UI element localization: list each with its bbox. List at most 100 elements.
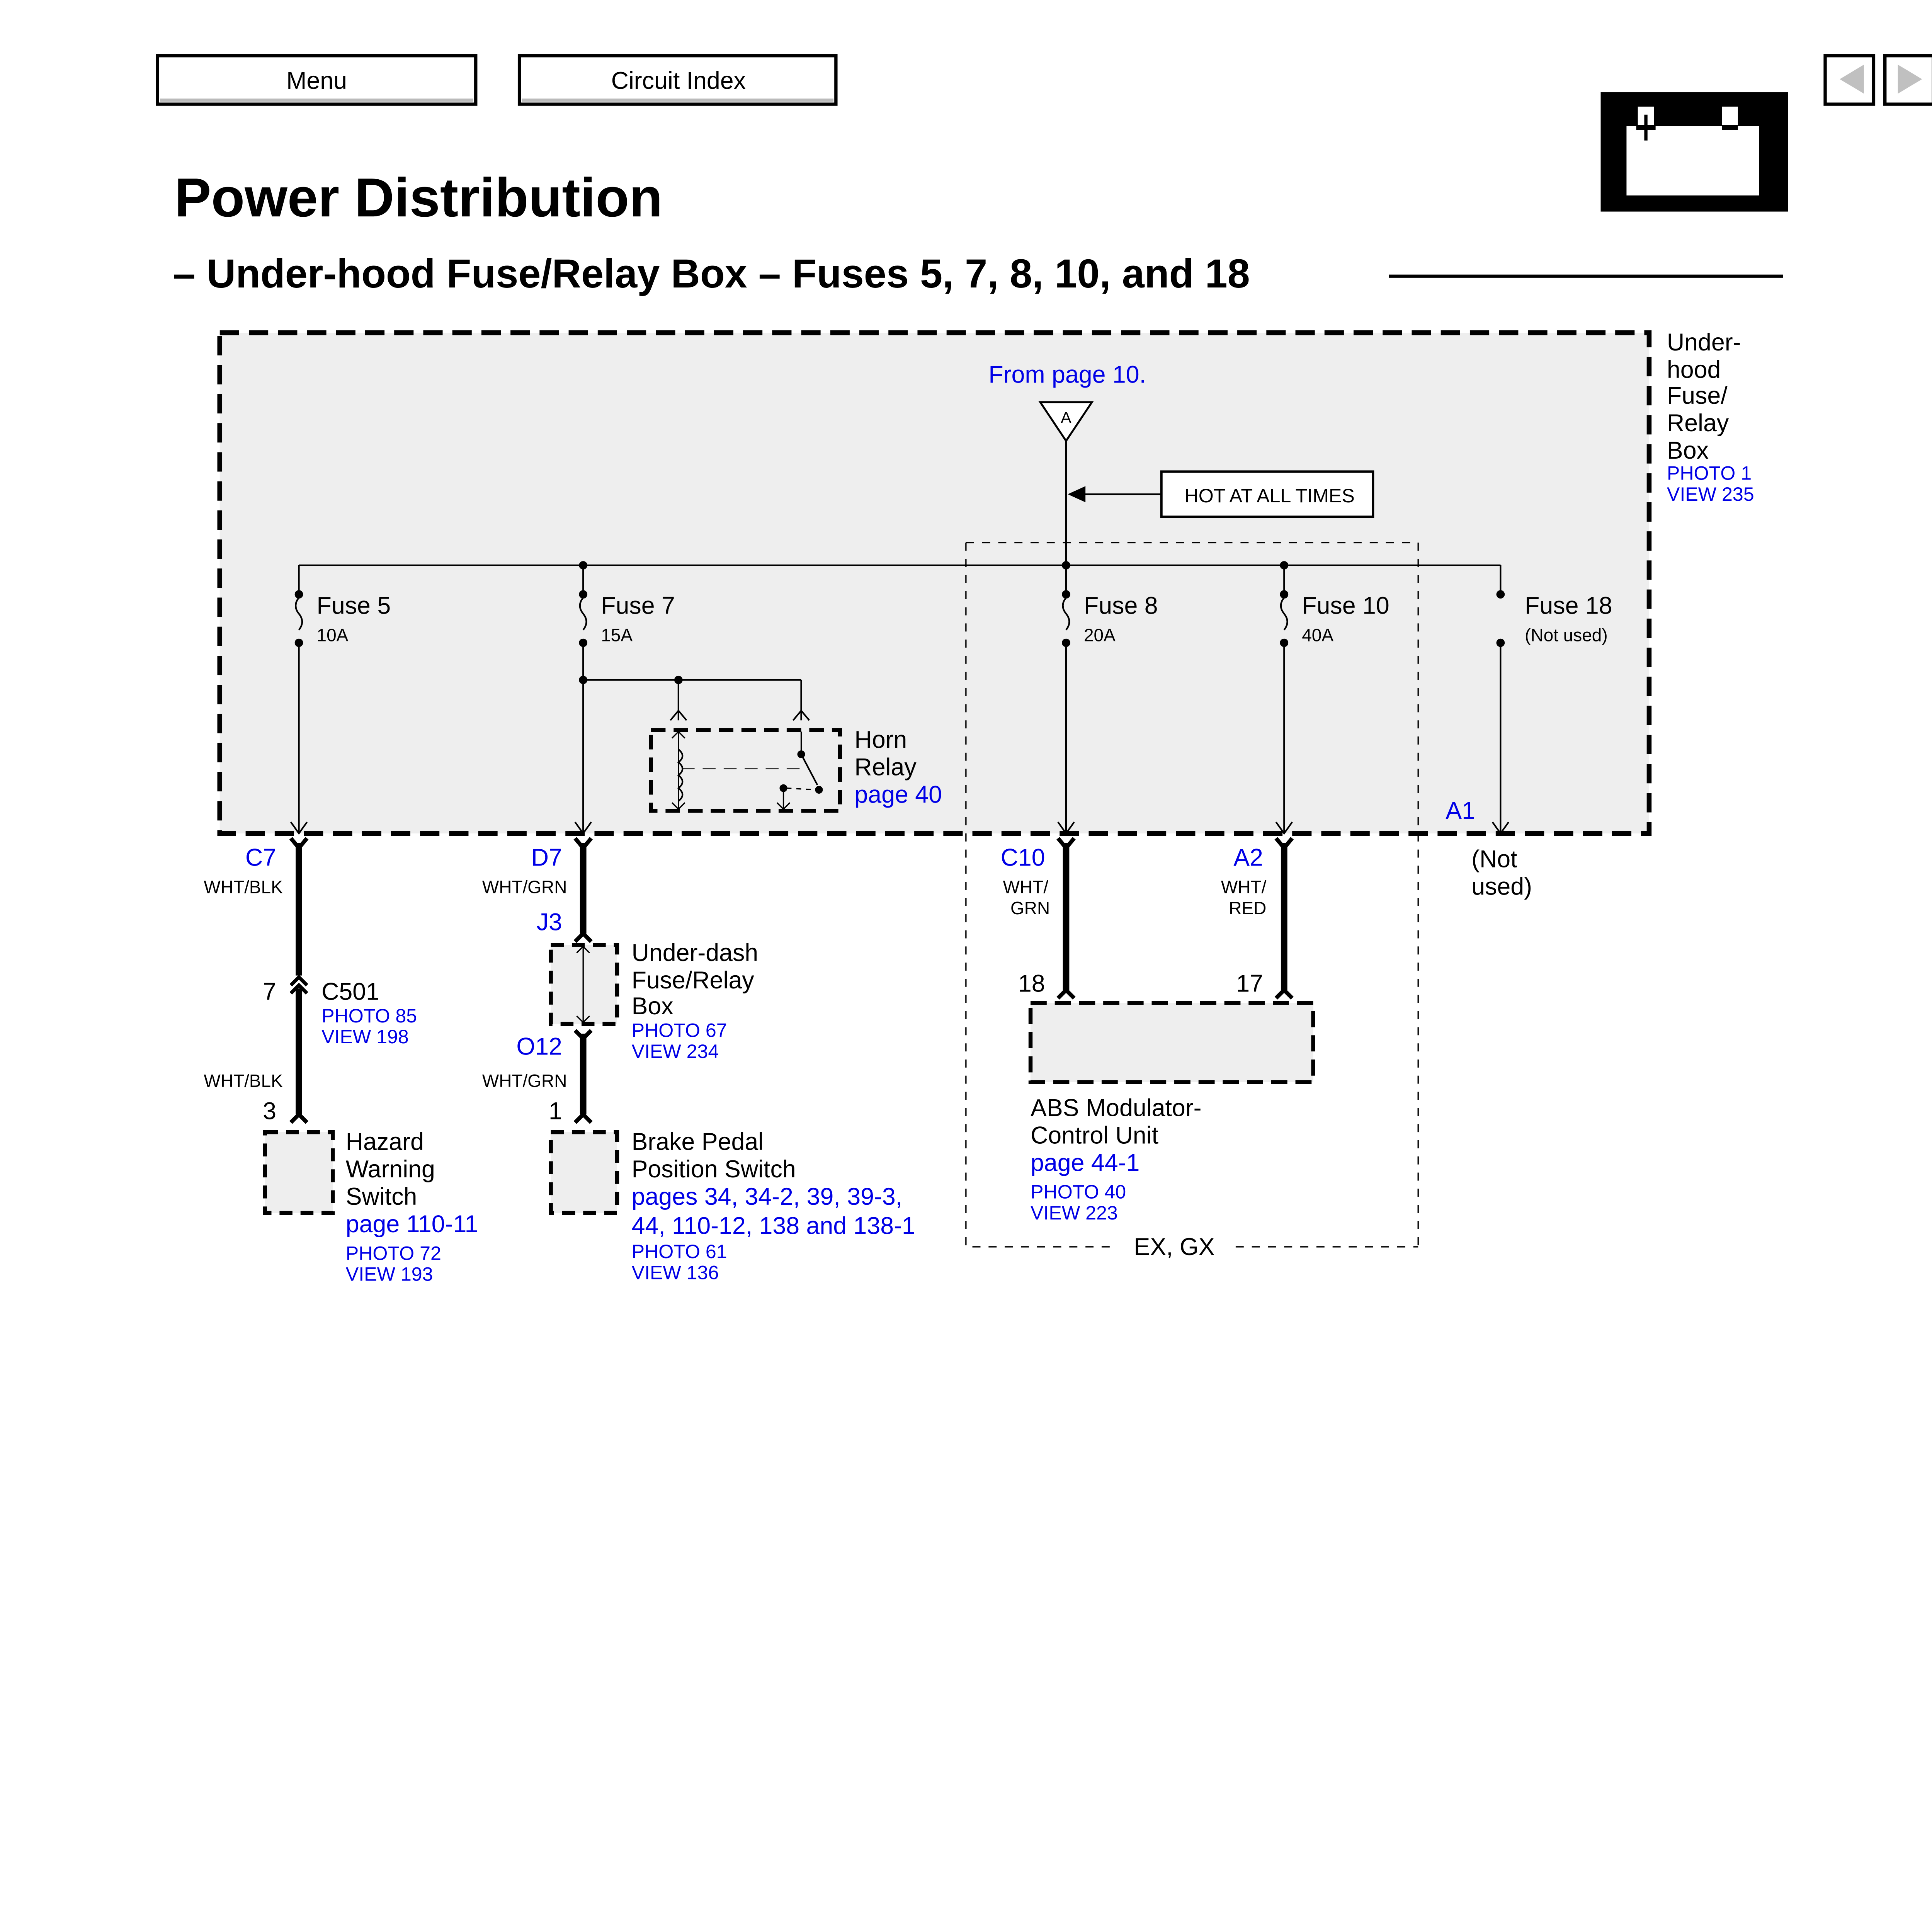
brake-branch: D7 WHT/GRN J3 Under-dash Fuse/Relay Box … <box>482 837 915 1283</box>
hot-at-all-times-label: HOT AT ALL TIMES <box>1185 485 1355 507</box>
wire-color-c10-line1: WHT/ <box>1003 877 1049 897</box>
horn-relay-page-link[interactable]: page 40 <box>854 781 942 808</box>
from-page-link[interactable]: From page 10. <box>988 361 1146 388</box>
arrow-down-icon <box>1492 821 1509 835</box>
top-prev-page-button[interactable] <box>1823 54 1876 106</box>
hazard-view-link[interactable]: VIEW 193 <box>346 1264 433 1285</box>
top-circuit-index-label: Circuit Index <box>611 67 746 94</box>
underhood-photo-link[interactable]: PHOTO 1 <box>1667 462 1752 484</box>
hot-arrow-head <box>1068 486 1086 502</box>
option-label: EX, GX <box>1134 1233 1215 1260</box>
wire-color-a2-line1: WHT/ <box>1221 877 1267 897</box>
abs-photo-link[interactable]: PHOTO 40 <box>1031 1181 1126 1202</box>
fuse-rating: 20A <box>1084 625 1116 645</box>
svg-text:Control Unit: Control Unit <box>1031 1122 1158 1149</box>
svg-text:GRN: GRN <box>1010 898 1050 918</box>
wire-color-hazard: WHT/BLK <box>204 1071 283 1091</box>
svg-text:Warning: Warning <box>346 1156 435 1183</box>
underhood-view-link[interactable]: VIEW 235 <box>1667 483 1754 505</box>
abs-branch: C10 WHT/ GRN A2 WHT/ RED 18 17 ABS Modul… <box>1001 837 1315 1224</box>
hazard-page-link[interactable]: page 110-11 <box>346 1211 478 1238</box>
brake-switch-label: Brake Pedal <box>632 1128 764 1155</box>
fuse-name: Fuse 5 <box>317 592 391 619</box>
svg-text:hood: hood <box>1667 356 1721 383</box>
svg-text:used): used) <box>1471 873 1532 900</box>
ex-gx-option-boundary <box>965 542 1419 1248</box>
abs-page-link[interactable]: page 44-1 <box>1031 1149 1139 1176</box>
c501-photo-link[interactable]: PHOTO 85 <box>321 1005 417 1027</box>
fuse-rating: 40A <box>1302 625 1333 645</box>
svg-text:Relay: Relay <box>854 753 917 781</box>
c501-view-link[interactable]: VIEW 198 <box>321 1026 409 1048</box>
svg-text:Fuse/Relay: Fuse/Relay <box>632 967 755 994</box>
brake-page-links[interactable]: pages 34, 34-2, 39, 39-3, <box>632 1183 903 1210</box>
underdash-view-link[interactable]: VIEW 234 <box>632 1041 719 1062</box>
fuse-terminal-dot <box>1280 590 1289 599</box>
brake-pin-1: 1 <box>549 1098 562 1125</box>
abs-unit-symbol <box>1028 1001 1315 1084</box>
hazard-photo-link[interactable]: PHOTO 72 <box>346 1242 441 1264</box>
source-connector-label: A <box>1061 408 1071 427</box>
abs-view-link[interactable]: VIEW 223 <box>1031 1202 1118 1224</box>
c501-label: C501 <box>321 978 379 1005</box>
fuse-rating: 15A <box>601 625 633 645</box>
hazard-switch-label: Hazard <box>346 1128 424 1155</box>
svg-text:Fuse/: Fuse/ <box>1667 382 1728 409</box>
fuse-name: Fuse 7 <box>601 592 675 619</box>
terminal-c10: C10 <box>1001 844 1045 871</box>
hazard-switch-symbol <box>263 1130 335 1215</box>
underdash-box-label: Under-dash <box>632 939 759 966</box>
a1-not-used-note: (Not <box>1471 846 1517 873</box>
top-next-page-button[interactable] <box>1883 54 1932 106</box>
horn-relay: Horn Relay page 40 <box>579 675 942 813</box>
fuse-name: Fuse 8 <box>1084 592 1158 619</box>
arrow-down-icon <box>290 821 308 835</box>
terminal-a2: A2 <box>1233 844 1263 871</box>
wire-color-c7: WHT/BLK <box>204 877 283 897</box>
hazard-pin-3: 3 <box>263 1098 276 1125</box>
abs-pin-18: 18 <box>1018 970 1045 997</box>
svg-text:RED: RED <box>1229 898 1266 918</box>
terminal-c7: C7 <box>245 844 276 871</box>
fuse-name: Fuse 10 <box>1302 592 1389 619</box>
c501-pin-7: 7 <box>263 978 276 1005</box>
svg-text:44, 110-12, 138 and 138-1[interactable]: 44, 110-12, 138 and 138-1 <box>632 1212 915 1239</box>
arrow-down-icon <box>1275 821 1293 835</box>
brake-view-link[interactable]: VIEW 136 <box>632 1262 719 1283</box>
brake-photo-link[interactable]: PHOTO 61 <box>632 1241 727 1262</box>
underdash-photo-link[interactable]: PHOTO 67 <box>632 1019 727 1041</box>
top-menu-button[interactable]: Menu <box>156 54 478 106</box>
svg-text:Relay: Relay <box>1667 410 1729 437</box>
fuse-icon <box>579 597 587 631</box>
terminal-j3: J3 <box>537 909 562 936</box>
fuse-group: Fuse 5 10A Fuse 7 15A Fuse 8 20A Fuse 10 40A Fus… <box>290 565 1612 835</box>
underhood-fuse-relay-box <box>217 330 1652 836</box>
arrow-down-icon <box>1057 821 1075 835</box>
hot-at-all-times-box <box>1160 470 1374 518</box>
fuse-icon <box>1062 597 1070 631</box>
fuse-name: Fuse 18 <box>1525 592 1612 619</box>
fuse-rating: 10A <box>317 625 349 645</box>
wire-color-d7: WHT/GRN <box>482 877 567 897</box>
underhood-box-label: Under- hood Fuse/ Relay Box PHOTO 1 VIEW… <box>1667 329 1754 505</box>
svg-text:Box: Box <box>632 993 673 1020</box>
fuse-icon <box>295 597 303 631</box>
fuse-terminal-dot <box>1496 590 1505 599</box>
abs-pin-17: 17 <box>1236 970 1263 997</box>
triangle-right-icon <box>1898 65 1922 94</box>
arrow-down-icon <box>574 821 592 835</box>
fuse-icon <box>1280 597 1288 631</box>
terminal-a1: A1 <box>1446 797 1475 824</box>
fuse-terminal-dot <box>294 590 303 599</box>
fuse-terminal-dot <box>1062 590 1070 599</box>
brake-switch-symbol <box>549 1130 619 1215</box>
terminal-d7: D7 <box>531 844 562 871</box>
battery-icon <box>1600 92 1788 212</box>
hazard-branch: C7 WHT/BLK 7 C501 PHOTO 85 VIEW 198 WHT/… <box>204 837 478 1285</box>
top-circuit-index-button[interactable]: Circuit Index <box>517 54 838 106</box>
source-connector-triangle <box>1038 401 1094 443</box>
wire-color-brake: WHT/GRN <box>482 1071 567 1091</box>
fuse-rating: (Not used) <box>1525 625 1608 645</box>
top-menu-label: Menu <box>286 67 347 94</box>
